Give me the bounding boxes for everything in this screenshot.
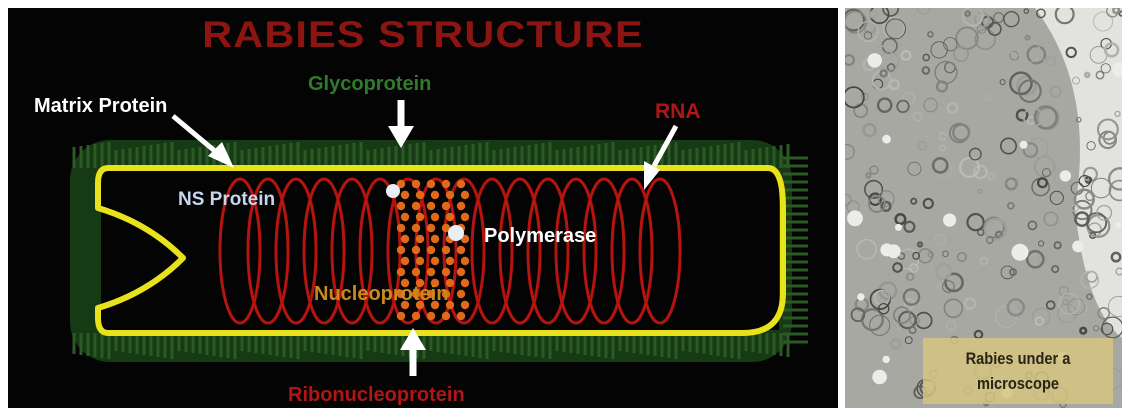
ns-protein-dot bbox=[386, 184, 400, 198]
nucleoprotein-bead bbox=[446, 257, 454, 265]
nucleoprotein-bead bbox=[412, 224, 420, 232]
nucleoprotein-bead bbox=[416, 235, 424, 243]
nucleoprotein-bead bbox=[442, 202, 450, 210]
vesicle bbox=[883, 356, 890, 363]
nucleoprotein-bead bbox=[457, 180, 465, 188]
nucleoprotein-bead bbox=[412, 180, 420, 188]
nucleoprotein-bead bbox=[442, 312, 450, 320]
vesicle bbox=[1012, 244, 1029, 261]
nucleoprotein-bead bbox=[457, 290, 465, 298]
nucleoprotein-bead bbox=[457, 268, 465, 276]
nucleoprotein-bead bbox=[427, 312, 435, 320]
nucleoprotein-bead bbox=[427, 246, 435, 254]
nucleoprotein-bead bbox=[397, 312, 405, 320]
vesicle bbox=[943, 214, 956, 227]
vesicle bbox=[1060, 170, 1071, 181]
virion-illustration bbox=[8, 8, 838, 408]
vesicle bbox=[1020, 141, 1028, 149]
nucleoprotein-bead bbox=[412, 312, 420, 320]
vesicle bbox=[868, 53, 882, 67]
nucleoprotein-bead bbox=[427, 180, 435, 188]
nucleoprotein-bead bbox=[412, 246, 420, 254]
nucleoprotein-bead bbox=[461, 191, 469, 199]
nucleoprotein-bead bbox=[427, 224, 435, 232]
nucleoprotein-label: Nucleoprotein bbox=[314, 284, 448, 304]
ns-protein-label: NS Protein bbox=[178, 190, 275, 209]
nucleoprotein-bead bbox=[461, 301, 469, 309]
nucleoprotein-bead bbox=[416, 191, 424, 199]
vesicle bbox=[1072, 241, 1084, 253]
glycoprotein-label: Glycoprotein bbox=[308, 74, 431, 94]
nucleoprotein-bead bbox=[431, 257, 439, 265]
nucleoprotein-bead bbox=[397, 202, 405, 210]
nucleoprotein-bead bbox=[397, 224, 405, 232]
nucleoprotein-bead bbox=[412, 202, 420, 210]
polymerase-dot bbox=[448, 225, 464, 241]
nucleoprotein-bead bbox=[457, 202, 465, 210]
nucleoprotein-bead bbox=[442, 180, 450, 188]
vesicle bbox=[847, 210, 863, 226]
ribonucleoprotein-label: Ribonucleoprotein bbox=[288, 385, 465, 405]
vesicle bbox=[882, 135, 891, 144]
nucleoprotein-bead bbox=[442, 268, 450, 276]
nucleoprotein-bead bbox=[461, 213, 469, 221]
nucleoprotein-bead bbox=[457, 312, 465, 320]
nucleoprotein-bead bbox=[401, 257, 409, 265]
nucleoprotein-bead bbox=[446, 191, 454, 199]
nucleoprotein-bead bbox=[431, 191, 439, 199]
micrograph-caption: Rabies under a microscope bbox=[936, 346, 1099, 396]
microscope-image: Rabies under a microscope bbox=[845, 8, 1122, 408]
nucleoprotein-bead bbox=[397, 268, 405, 276]
micrograph-caption-box: Rabies under a microscope bbox=[923, 338, 1113, 404]
rabies-structure-diagram: RABIES STRUCTURE Glycoprotein Matrix Pro… bbox=[8, 8, 838, 408]
nucleoprotein-bead bbox=[431, 213, 439, 221]
vesicle bbox=[895, 224, 902, 231]
nucleoprotein-bead bbox=[446, 213, 454, 221]
vesicle bbox=[857, 293, 864, 300]
nucleoprotein-bead bbox=[431, 235, 439, 243]
polymerase-label: Polymerase bbox=[484, 226, 596, 246]
vesicle bbox=[1115, 222, 1121, 228]
matrix-protein-label: Matrix Protein bbox=[34, 96, 167, 116]
nucleoprotein-bead bbox=[461, 257, 469, 265]
nucleoprotein-bead bbox=[397, 246, 405, 254]
vesicle bbox=[872, 370, 887, 385]
diagram-title: RABIES STRUCTURE bbox=[8, 16, 838, 53]
nucleoprotein-bead bbox=[416, 213, 424, 221]
nucleoprotein-bead bbox=[412, 268, 420, 276]
nucleoprotein-bead bbox=[457, 246, 465, 254]
nucleoprotein-bead bbox=[427, 202, 435, 210]
nucleoprotein-bead bbox=[461, 279, 469, 287]
nucleoprotein-bead bbox=[416, 257, 424, 265]
nucleoprotein-bead bbox=[401, 213, 409, 221]
nucleoprotein-bead bbox=[442, 246, 450, 254]
nucleoprotein-bead bbox=[427, 268, 435, 276]
nucleoprotein-bead bbox=[401, 191, 409, 199]
rna-label: RNA bbox=[655, 101, 701, 122]
nucleoprotein-bead bbox=[401, 235, 409, 243]
glycoprotein-spikes bbox=[70, 140, 808, 362]
vesicle bbox=[887, 244, 901, 258]
